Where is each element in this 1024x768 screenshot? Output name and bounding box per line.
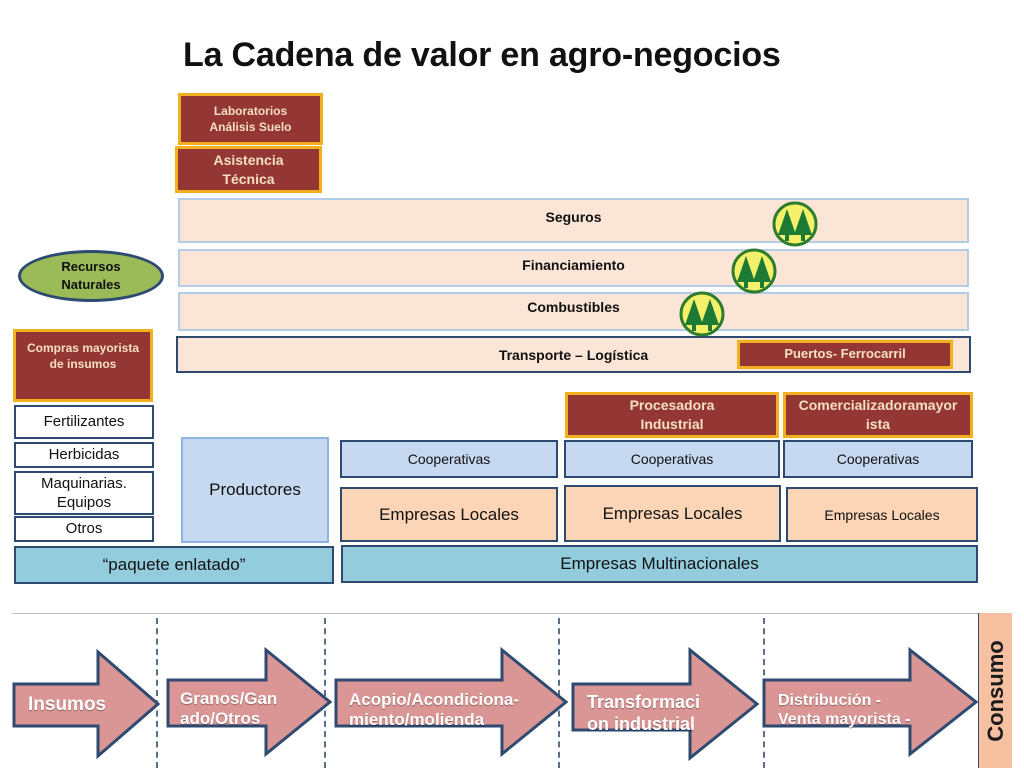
financiamiento-band: Financiamiento	[178, 249, 969, 287]
tree-logo-icon	[731, 248, 777, 294]
procesadora-industrial-box: Procesadora Industrial	[565, 392, 779, 438]
laboratorios-box: Laboratorios Análisis Suelo	[178, 93, 323, 145]
stage-granos-label: Granos/Gan ado/Otros	[180, 689, 278, 729]
maquinarias-item: Maquinarias. Equipos	[14, 471, 154, 515]
compras-mayorista-box: Compras mayorista de insumos	[13, 329, 153, 402]
fertilizantes-item: Fertilizantes	[14, 405, 154, 439]
stage-strip	[12, 613, 978, 768]
seguros-label: Seguros	[545, 209, 602, 225]
stage-distribucion-label: Distribución - Venta mayorista -	[778, 692, 911, 729]
cooperativas-box: Cooperativas	[783, 440, 973, 478]
herbicidas-item: Herbicidas	[14, 442, 154, 468]
puertos-ferrocarril-box: Puertos- Ferrocarril	[737, 340, 953, 369]
stage-divider	[156, 618, 158, 768]
combustibles-label: Combustibles	[527, 299, 620, 315]
seguros-band: Seguros	[178, 198, 969, 243]
stage-arrow	[12, 648, 161, 760]
stage-arrows	[12, 646, 979, 762]
empresas-locales-box: Empresas Locales	[786, 487, 978, 542]
stage-arrow	[334, 646, 569, 758]
empresas-locales-box: Empresas Locales	[340, 487, 558, 542]
comercializadora-box: Comercializadoramayor ista	[783, 392, 973, 438]
stage-transformacion-label: Transformaci on industrial	[587, 692, 701, 734]
recursos-naturales-oval: Recursos Naturales	[18, 250, 164, 302]
productores-box: Productores	[181, 437, 329, 543]
cooperativas-box: Cooperativas	[564, 440, 780, 478]
stage-insumos-label: Insumos	[28, 694, 107, 715]
stage-arrow	[762, 646, 979, 758]
asistencia-tecnica-box: Asistencia Técnica	[175, 146, 322, 193]
stage-divider	[324, 618, 326, 768]
cooperativas-box: Cooperativas	[340, 440, 558, 478]
stage-arrow	[166, 646, 333, 758]
transporte-label: Transporte – Logística	[498, 346, 649, 363]
combustibles-band: Combustibles	[178, 292, 969, 331]
tree-logo-icon	[679, 291, 725, 337]
financiamiento-label: Financiamiento	[522, 257, 625, 273]
empresas-locales-box: Empresas Locales	[564, 485, 781, 542]
tree-logo-icon	[772, 201, 818, 247]
paquete-enlatado-box: “paquete enlatado”	[14, 546, 334, 584]
stage-acopio-label: Acopio/Acondiciona- miento/molienda	[349, 690, 519, 730]
page-title: La Cadena de valor en agro-negocios	[183, 36, 781, 74]
stage-divider	[558, 618, 560, 768]
consumo-label: Consumo	[982, 639, 1008, 742]
stage-arrow	[571, 646, 760, 762]
otros-item: Otros	[14, 516, 154, 542]
consumo-box: Consumo	[978, 613, 1012, 768]
empresas-multinacionales-box: Empresas Multinacionales	[341, 545, 978, 583]
